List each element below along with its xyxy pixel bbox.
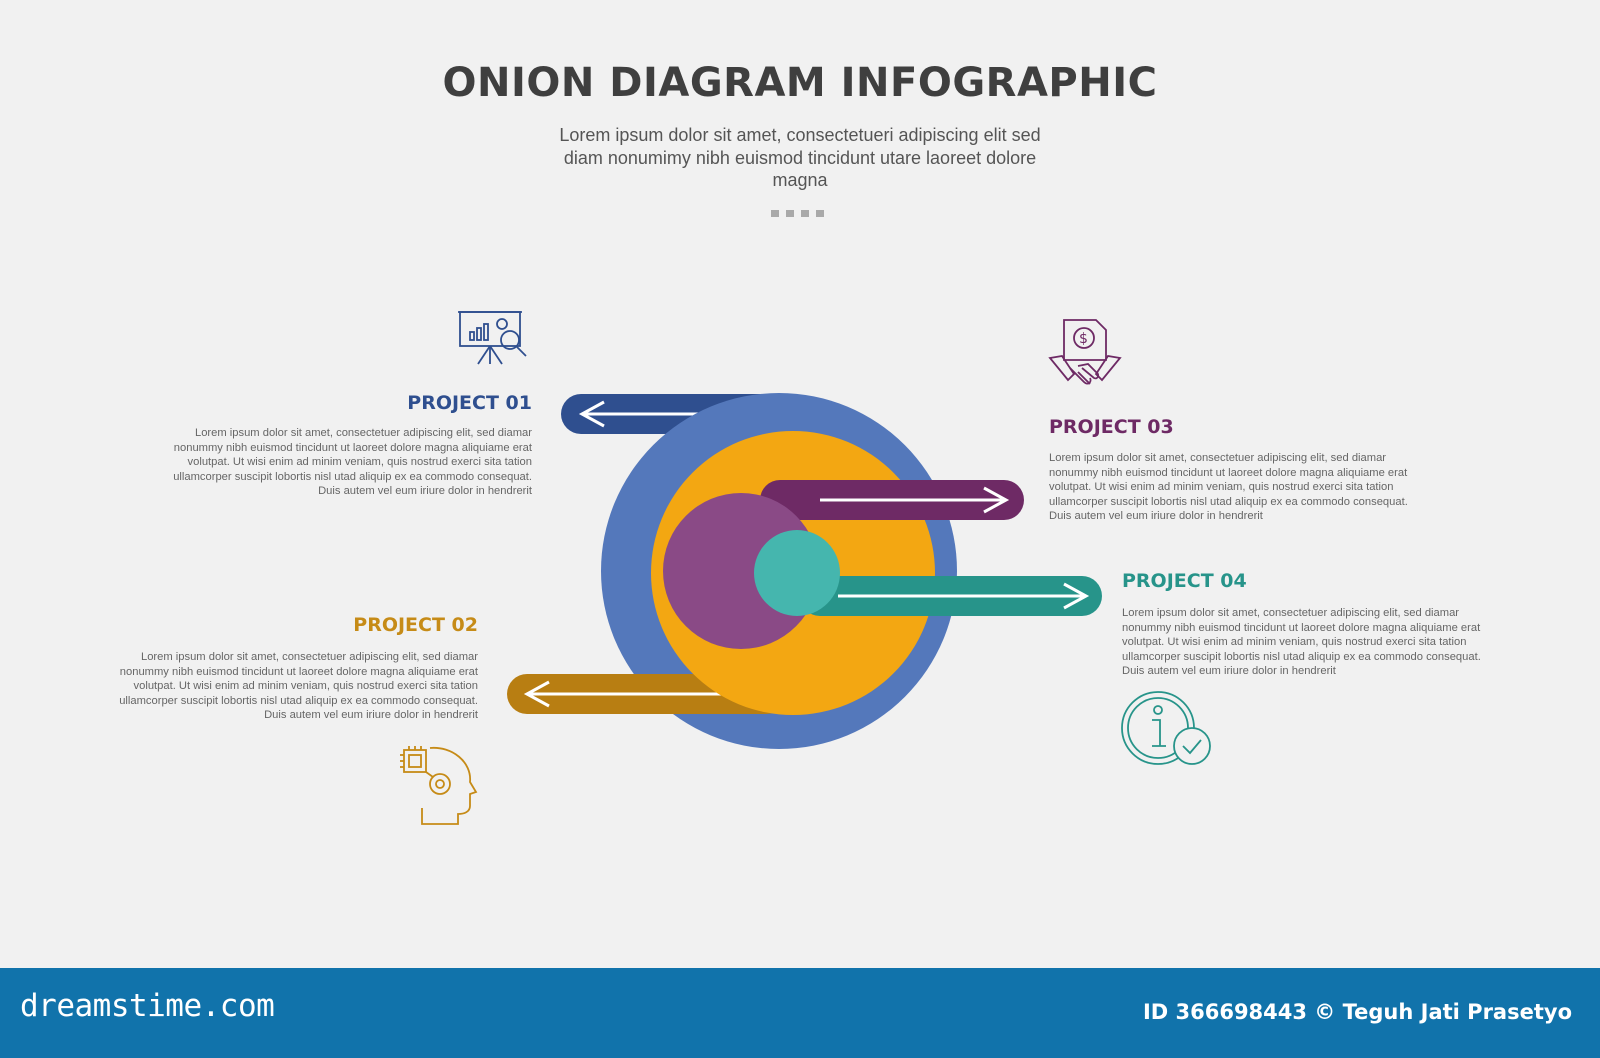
project-04-description: Lorem ipsum dolor sit amet, consectetuer…: [1122, 607, 1481, 677]
ai-head-chip-icon: [400, 746, 478, 825]
footer-brand[interactable]: dreamstime.com: [20, 988, 275, 1024]
divider-dots: [771, 210, 824, 217]
footer-bar: dreamstime.com ID 366698443 © Teguh Jati…: [0, 968, 1600, 1058]
page-subtitle: Lorem ipsum dolor sit amet, consectetuer…: [559, 125, 1041, 190]
onion-layer-core: [754, 530, 840, 616]
footer-credit: ID 366698443 © Teguh Jati Prasetyo: [1142, 1000, 1572, 1024]
page-title: ONION DIAGRAM INFOGRAPHIC: [442, 60, 1158, 106]
onion-diagram: [507, 393, 1102, 749]
project-04-label: PROJECT 04: [1122, 570, 1247, 592]
svg-text:$: $: [1079, 331, 1088, 347]
project-02-description: Lorem ipsum dolor sit amet, consectetuer…: [119, 651, 478, 721]
project-03-description: Lorem ipsum dolor sit amet, consectetuer…: [1049, 452, 1408, 522]
project-02-label: PROJECT 02: [353, 614, 478, 636]
project-04-arrow: [800, 576, 1102, 616]
presentation-board-analytics-icon: [458, 311, 527, 365]
project-03-label: PROJECT 03: [1049, 416, 1174, 438]
info-check-icon: [1121, 691, 1211, 765]
handshake-dollar-document-icon: $: [1048, 319, 1122, 385]
project-01-label: PROJECT 01: [407, 392, 532, 414]
project-01-description: Lorem ipsum dolor sit amet, consectetuer…: [173, 427, 532, 497]
project-03-arrow: [760, 480, 1024, 520]
